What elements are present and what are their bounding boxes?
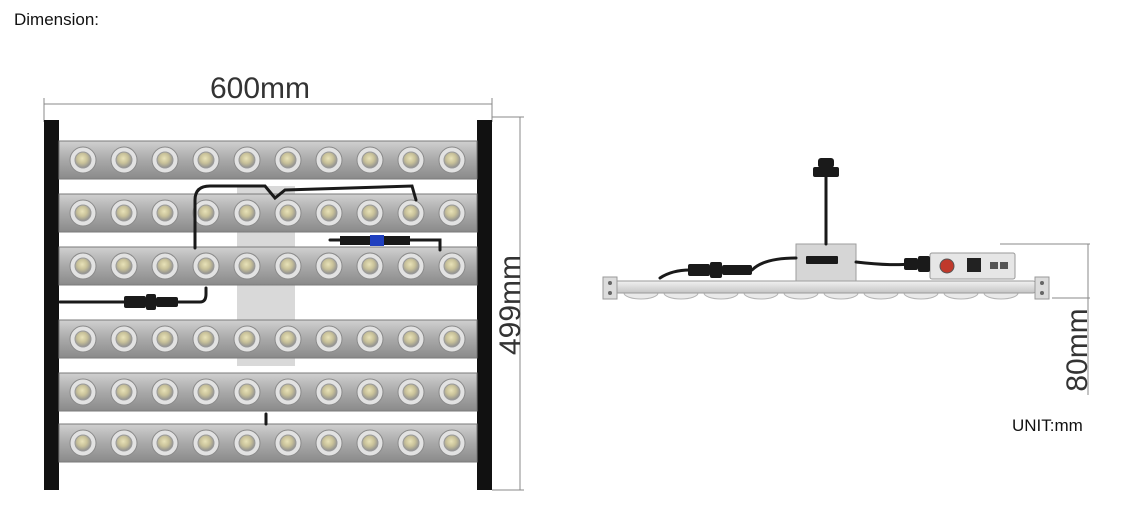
led-chip: [238, 204, 256, 222]
led-chip: [279, 204, 297, 222]
unit-label: UNIT:mm: [1012, 416, 1083, 435]
left-end-cap: [44, 120, 59, 490]
led-chip: [238, 383, 256, 401]
led-chip: [197, 330, 215, 348]
led-chip: [320, 434, 338, 452]
led-chip: [74, 204, 92, 222]
led-chip: [361, 434, 379, 452]
led-bar-group: [58, 140, 478, 463]
led-chip: [320, 204, 338, 222]
led-chip: [443, 330, 461, 348]
dimension-heading: Dimension:: [14, 10, 100, 29]
led-chip: [115, 204, 133, 222]
led-chip: [197, 434, 215, 452]
depth-dimension-line: [1000, 243, 1090, 395]
blue-connector: [340, 235, 410, 246]
led-chip: [320, 257, 338, 275]
led-chip: [279, 434, 297, 452]
side-right-connector: [904, 256, 930, 272]
cable-lower-right: [176, 286, 208, 304]
led-chip: [74, 257, 92, 275]
height-dimension-label: 499mm: [494, 254, 527, 356]
led-chip: [443, 204, 461, 222]
led-chip: [361, 204, 379, 222]
led-chip: [197, 383, 215, 401]
led-chip: [443, 151, 461, 169]
led-chip: [361, 151, 379, 169]
led-chip: [361, 257, 379, 275]
led-chip: [74, 151, 92, 169]
top-view: [43, 98, 524, 491]
led-chip: [197, 151, 215, 169]
side-control-box: [929, 252, 1016, 280]
led-chip: [402, 257, 420, 275]
led-chip: [238, 330, 256, 348]
led-chip: [115, 257, 133, 275]
led-chip: [320, 151, 338, 169]
led-chip: [238, 151, 256, 169]
side-left-connector: [688, 262, 752, 278]
led-chip: [279, 151, 297, 169]
led-chip: [402, 383, 420, 401]
side-view-cables: [658, 173, 912, 280]
led-chip: [361, 383, 379, 401]
led-chip: [279, 383, 297, 401]
height-dimension-line: [492, 116, 524, 491]
led-chip: [197, 204, 215, 222]
side-right-bracket: [1034, 276, 1050, 300]
depth-dimension-label: 80mm: [1061, 308, 1094, 392]
width-dimension-line: [43, 98, 493, 122]
led-chip: [279, 257, 297, 275]
led-chip: [361, 330, 379, 348]
side-driver-socket: [806, 256, 838, 264]
side-left-bracket: [602, 276, 618, 300]
side-view: [602, 158, 1090, 395]
dimmer-knob-icon: [939, 258, 955, 274]
width-dimension-label: 600mm: [210, 72, 311, 105]
right-end-cap: [477, 120, 492, 490]
led-chip: [156, 204, 174, 222]
led-chip: [115, 434, 133, 452]
led-chip: [156, 383, 174, 401]
led-chip: [402, 204, 420, 222]
cable-upper: [193, 184, 418, 250]
led-chip: [402, 434, 420, 452]
led-chip: [279, 330, 297, 348]
led-chip: [74, 383, 92, 401]
led-chip: [197, 257, 215, 275]
led-chip: [402, 330, 420, 348]
led-chip: [443, 257, 461, 275]
led-chip: [443, 434, 461, 452]
led-chip: [402, 151, 420, 169]
led-chip: [238, 257, 256, 275]
power-plug-icon: [813, 158, 839, 177]
led-chip: [320, 330, 338, 348]
led-chip: [156, 434, 174, 452]
led-chip: [115, 383, 133, 401]
led-chip: [115, 330, 133, 348]
side-light-bar: [613, 280, 1037, 294]
led-chip: [115, 151, 133, 169]
led-chip: [156, 330, 174, 348]
led-chip: [156, 257, 174, 275]
led-chip: [238, 434, 256, 452]
led-chip: [320, 383, 338, 401]
lower-connector: [124, 294, 178, 310]
led-chip: [156, 151, 174, 169]
led-chip: [74, 434, 92, 452]
led-chip: [74, 330, 92, 348]
led-chip: [443, 383, 461, 401]
